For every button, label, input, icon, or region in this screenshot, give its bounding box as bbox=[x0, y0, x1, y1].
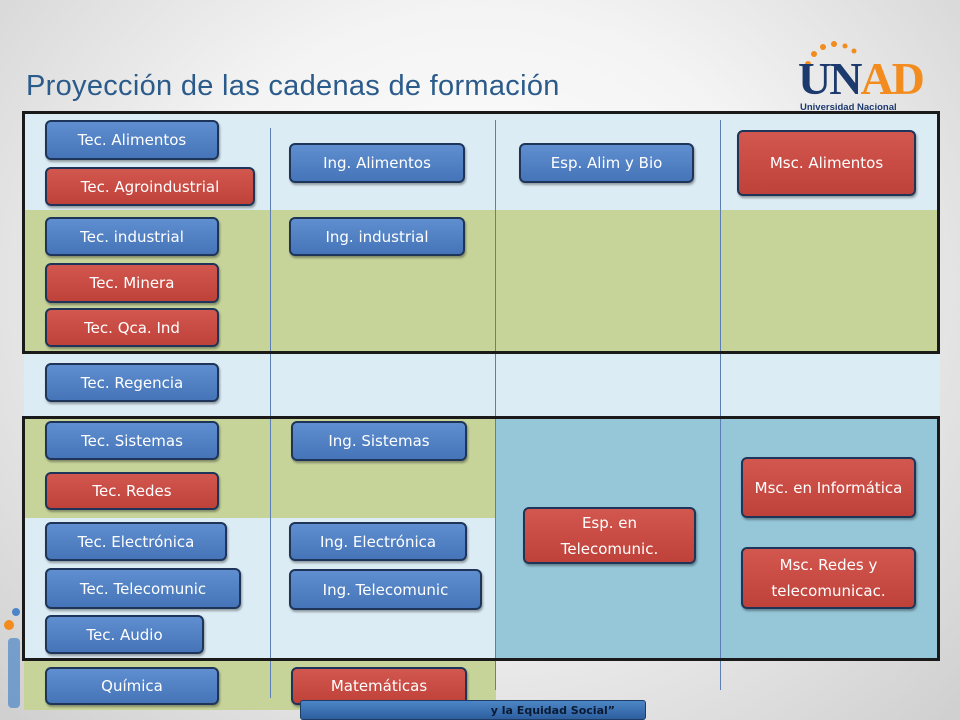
ing-alimentos-button[interactable]: Ing. Alimentos bbox=[289, 143, 465, 183]
ing-industrial-button[interactable]: Ing. industrial bbox=[289, 217, 465, 256]
column-divider bbox=[270, 128, 271, 698]
esp-alim-bio-button[interactable]: Esp. Alim y Bio bbox=[519, 143, 694, 183]
tec-alimentos-button[interactable]: Tec. Alimentos bbox=[45, 120, 219, 160]
tec-regencia-button[interactable]: Tec. Regencia bbox=[45, 363, 219, 402]
esp-telecomunic-button[interactable]: Esp. en Telecomunic. bbox=[523, 507, 696, 564]
page-title: Proyección de las cadenas de formación bbox=[26, 70, 560, 102]
ing-electronica-button[interactable]: Ing. Electrónica bbox=[289, 522, 467, 561]
tec-audio-button[interactable]: Tec. Audio bbox=[45, 615, 204, 654]
msc-alimentos-button[interactable]: Msc. Alimentos bbox=[737, 130, 916, 196]
tec-agroindustrial-button[interactable]: Tec. Agroindustrial bbox=[45, 167, 255, 206]
ing-telecomunic-button[interactable]: Ing. Telecomunic bbox=[289, 569, 482, 610]
tec-electronica-button[interactable]: Tec. Electrónica bbox=[45, 522, 227, 561]
group-border-ict bbox=[22, 416, 940, 661]
unad-logo: UNAD Universidad Nacional bbox=[796, 40, 936, 114]
ing-sistemas-button[interactable]: Ing. Sistemas bbox=[291, 421, 467, 461]
msc-redes-button[interactable]: Msc. Redes y telecomunicac. bbox=[741, 547, 916, 609]
group-border-food-industry bbox=[22, 111, 940, 354]
logo-subtitle: Universidad Nacional bbox=[800, 102, 897, 113]
tec-minera-button[interactable]: Tec. Minera bbox=[45, 263, 219, 303]
logo-wordmark: UNAD bbox=[798, 53, 925, 104]
tec-telecomunic-button[interactable]: Tec. Telecomunic bbox=[45, 568, 241, 609]
tec-sistemas-button[interactable]: Tec. Sistemas bbox=[45, 421, 219, 460]
decorative-dots-icon bbox=[4, 608, 20, 708]
tec-qca-ind-button[interactable]: Tec. Qca. Ind bbox=[45, 308, 219, 347]
tec-redes-button[interactable]: Tec. Redes bbox=[45, 472, 219, 510]
logo-arc-dots-icon bbox=[805, 41, 857, 67]
tec-industrial-button[interactable]: Tec. industrial bbox=[45, 217, 219, 256]
footer-slogan-bar: y la Equidad Social” bbox=[300, 700, 646, 720]
column-divider bbox=[720, 120, 721, 690]
column-divider bbox=[495, 120, 496, 690]
quimica-button[interactable]: Química bbox=[45, 667, 219, 705]
msc-informatica-button[interactable]: Msc. en Informática bbox=[741, 457, 916, 518]
